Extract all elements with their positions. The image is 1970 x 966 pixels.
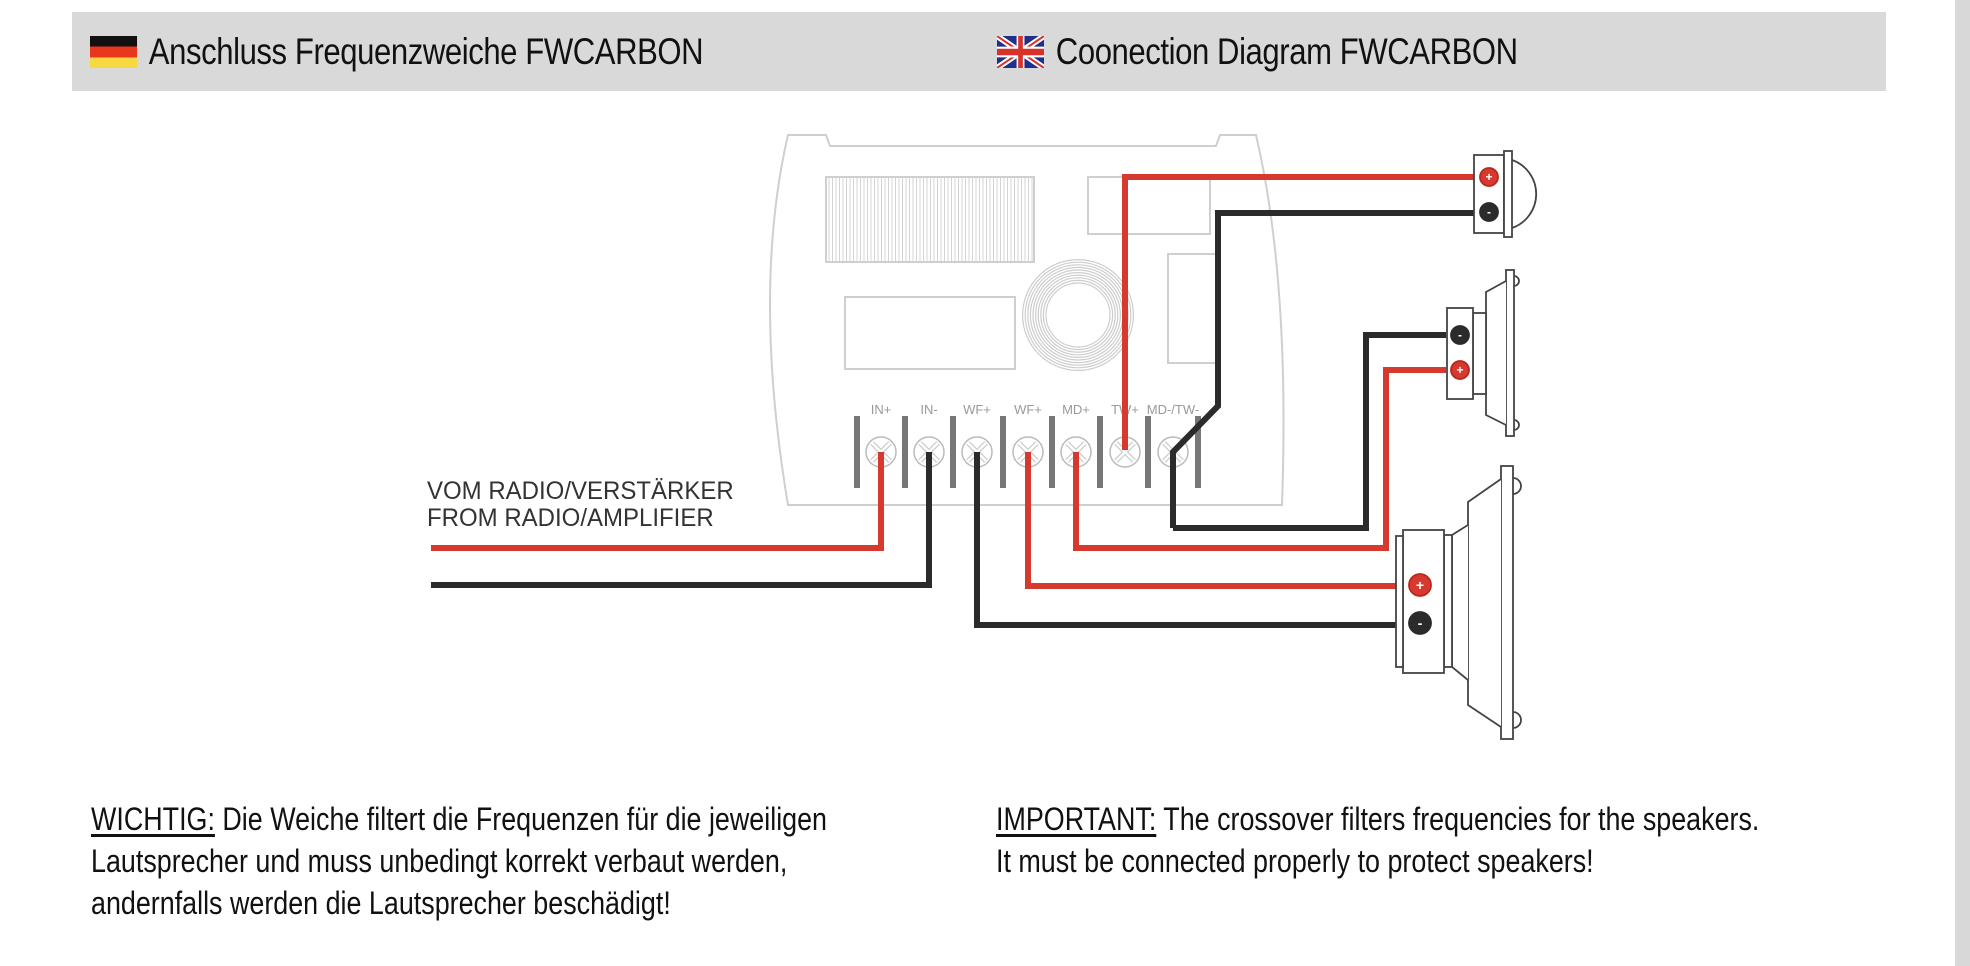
tweeter-speaker (1473, 150, 1538, 238)
terminal-label: IN+ (871, 402, 892, 417)
svg-text:-: - (1487, 205, 1491, 219)
polarity-glyphs: + - - + + - (1416, 170, 1493, 631)
title-german-text: Anschluss Frequenzweiche FWCARBON (148, 31, 704, 72)
terminal-label: IN- (920, 402, 937, 417)
svg-text:-: - (1458, 328, 1462, 342)
wire-mid-minus (1173, 332, 1446, 531)
wire-tweeter-plus (1122, 174, 1478, 450)
wire-woofer-plus (1025, 452, 1398, 589)
tweeter-plus-terminal (1479, 167, 1499, 187)
inductor-coil (1021, 259, 1134, 372)
uk-flag-icon (997, 36, 1045, 68)
terminal-separator (902, 416, 908, 488)
wires (431, 174, 1478, 628)
note-german-lead: WICHTIG: (91, 801, 215, 837)
woofer-plus-terminal (1408, 573, 1432, 597)
note-english-line2b: be (1076, 843, 1122, 879)
wire-tweeter-minus (1170, 210, 1478, 528)
page-edge-strip (1955, 0, 1970, 966)
wire-in-minus (431, 452, 932, 588)
germany-flag-icon (90, 36, 138, 68)
note-german-line2a: Lautsprecher und (91, 843, 308, 879)
terminal-separator (1000, 416, 1006, 488)
svg-text:+: + (1416, 577, 1424, 593)
note-german: WICHTIG: Die Weiche filtert die Frequenz… (91, 798, 827, 924)
header-bar (72, 12, 1886, 91)
terminal-separator (950, 416, 956, 488)
wire-mid-plus (1073, 367, 1446, 551)
tweeter-minus-terminal (1479, 202, 1499, 222)
terminal-separator (1145, 416, 1151, 488)
note-english-line2a: It (996, 843, 1019, 879)
terminal-label: MD-/TW- (1147, 402, 1199, 417)
terminal-label: WF+ (963, 402, 991, 417)
terminal-separator (1097, 416, 1103, 488)
svg-text:-: - (1418, 615, 1423, 631)
note-english-lead: IMPORTANT: (996, 801, 1157, 837)
svg-text:+: + (1485, 170, 1492, 184)
note-english-emphasis-2: connected properly (1121, 843, 1351, 879)
terminal-separator (854, 416, 860, 488)
note-german-line1: Die Weiche filtert die Frequenzen für di… (214, 801, 828, 837)
midrange-minus-terminal (1450, 325, 1470, 345)
terminal-label: MD+ (1062, 402, 1090, 417)
terminal-separator (1049, 416, 1055, 488)
svg-text:+: + (1456, 363, 1463, 377)
heatsink-fins (828, 178, 1033, 261)
note-english-emphasis-1: must (1018, 843, 1077, 879)
woofer-minus-terminal (1408, 611, 1432, 635)
title-english-text: Coonection Diagram FWCARBON (1055, 31, 1518, 72)
terminal-separator (1195, 416, 1201, 488)
note-english: IMPORTANT: The crossover filters frequen… (996, 798, 1759, 882)
note-german-emphasis: muss unbedingt (307, 843, 498, 879)
terminal-label: WF+ (1014, 402, 1042, 417)
woofer-speaker (1395, 465, 1522, 740)
wire-woofer-minus (974, 452, 1398, 628)
note-german-line3: andernfalls werden die Lautsprecher besc… (91, 885, 671, 921)
note-english-line2c: to protect speakers! (1350, 843, 1594, 879)
title-english: Coonection Diagram FWCARBON (997, 28, 1518, 76)
crossover-housing (769, 134, 1285, 506)
midrange-speaker (1446, 269, 1520, 437)
source-label-english: FROM RADIO/AMPLIFIER (427, 504, 714, 532)
note-english-line1: The crossover filters frequencies for th… (1156, 801, 1760, 837)
title-german: Anschluss Frequenzweiche FWCARBON (90, 28, 704, 76)
wire-in-plus (431, 452, 884, 551)
source-label-german: VOM RADIO/VERSTÄRKER (427, 477, 734, 505)
note-german-line2b: korrekt verbaut werden, (497, 843, 788, 879)
midrange-plus-terminal (1450, 360, 1470, 380)
